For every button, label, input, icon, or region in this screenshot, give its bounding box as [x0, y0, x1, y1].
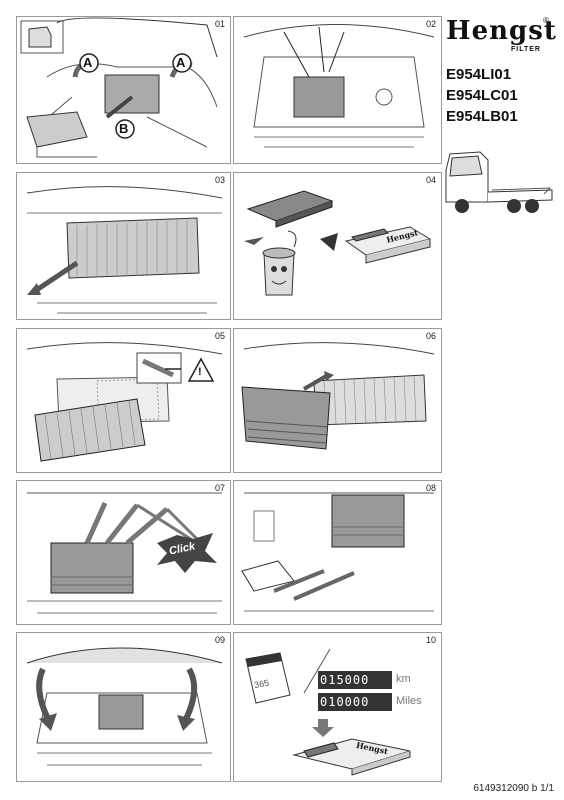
step-number: 07 — [214, 483, 225, 493]
step-02-panel: 02 — [233, 16, 442, 164]
step-10-illustration — [245, 648, 411, 776]
brand-registered: ® — [543, 16, 549, 25]
callout-a-right: A — [176, 55, 186, 70]
brand-sub: FILTER — [511, 46, 541, 53]
step-08-illustration — [241, 492, 434, 612]
step-number: 02 — [425, 19, 436, 29]
step-10-panel: 10 365 015000 km 010000 Miles Hengst — [233, 632, 442, 782]
step-04-panel: 04 Hengst — [233, 172, 442, 320]
step-06-panel: 06 — [233, 328, 442, 473]
step-number: 10 — [425, 635, 436, 645]
step-07-panel: 07 Click — [16, 480, 231, 625]
brand-logo: Hengst ® FILTER — [440, 16, 556, 56]
step-number: 05 — [214, 331, 225, 341]
callout-b: B — [119, 121, 129, 136]
step-number: 04 — [425, 175, 436, 185]
step-02-illustration — [243, 24, 435, 148]
step-05-panel: 05 ! — [16, 328, 231, 473]
step-number: 09 — [214, 635, 225, 645]
step-05-illustration — [26, 342, 223, 462]
odometer-km: 015000 — [320, 673, 370, 687]
truck-illustration — [445, 151, 553, 213]
step-03-panel: 03 — [16, 172, 231, 320]
step-number: 06 — [425, 331, 436, 341]
step-09-panel: 09 — [16, 632, 231, 782]
step-06-illustration — [241, 342, 435, 450]
callout-a-left: A — [83, 55, 93, 70]
warning-icon: ! — [198, 366, 202, 378]
step-01-panel: 01 A A B — [16, 16, 231, 164]
odometer-miles: 010000 — [320, 695, 370, 709]
document-number: 6149312090 b 1/1 — [473, 783, 554, 794]
odometer-miles-unit: Miles — [396, 695, 422, 707]
step-number: 08 — [425, 483, 436, 493]
part-number-3: E954LB01 — [446, 108, 518, 125]
step-03-illustration — [26, 186, 223, 314]
step-number: 03 — [214, 175, 225, 185]
step-07-illustration — [27, 492, 222, 614]
odometer-km-unit: km — [396, 673, 411, 685]
step-number: 01 — [214, 19, 225, 29]
part-number-1: E954LI01 — [446, 66, 512, 83]
part-number-2: E954LC01 — [446, 87, 518, 104]
step-01-illustration — [20, 17, 218, 158]
brand-name: Hengst — [446, 16, 557, 46]
step-09-illustration — [26, 647, 223, 766]
step-08-panel: 08 — [233, 480, 442, 625]
step-04-illustration — [244, 190, 432, 296]
